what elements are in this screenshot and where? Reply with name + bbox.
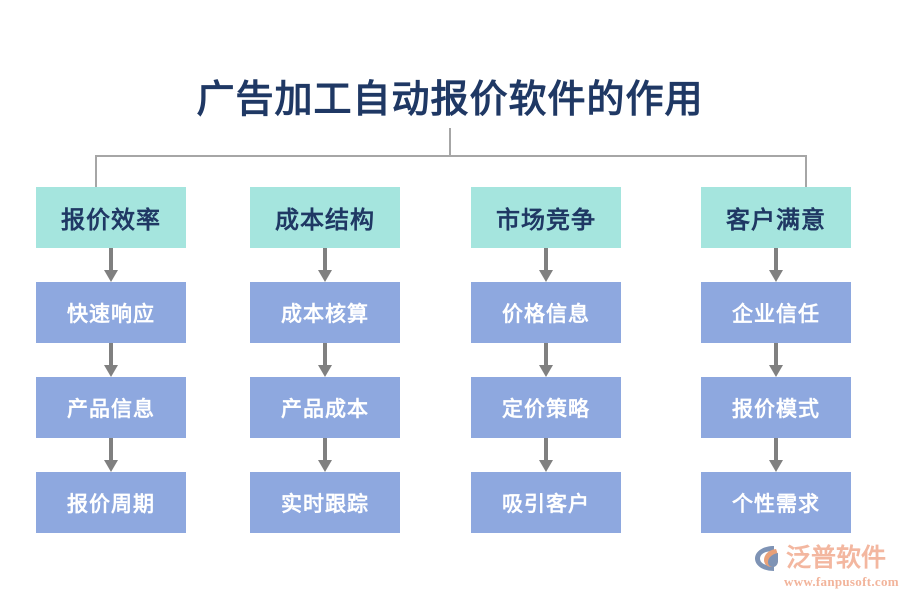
column-header-box[interactable]: 市场竞争: [471, 187, 621, 248]
step-box[interactable]: 实时跟踪: [250, 472, 400, 533]
column-market-competition: 市场竞争 价格信息 定价策略 吸引客户: [471, 187, 621, 533]
step-box[interactable]: 定价策略: [471, 377, 621, 438]
brand-mark-icon: [752, 543, 782, 573]
arrow-down-icon: [250, 343, 400, 377]
step-box[interactable]: 成本核算: [250, 282, 400, 343]
step-box[interactable]: 产品信息: [36, 377, 186, 438]
arrow-down-icon: [471, 438, 621, 472]
step-box[interactable]: 报价周期: [36, 472, 186, 533]
column-reporting-efficiency: 报价效率 快速响应 产品信息 报价周期: [36, 187, 186, 533]
brand-name: 泛普软件: [786, 544, 887, 572]
arrow-down-icon: [471, 248, 621, 282]
brand-url: www.fanpusoft.com: [784, 574, 899, 589]
arrow-down-icon: [36, 343, 186, 377]
arrow-down-icon: [701, 343, 851, 377]
column-customer-satisfaction: 客户满意 企业信任 报价模式 个性需求: [701, 187, 851, 533]
page-title: 广告加工自动报价软件的作用: [196, 79, 704, 121]
column-header-box[interactable]: 客户满意: [701, 187, 851, 248]
bracket-drop-left: [95, 155, 97, 187]
step-box[interactable]: 报价模式: [701, 377, 851, 438]
arrow-down-icon: [701, 248, 851, 282]
arrow-down-icon: [701, 438, 851, 472]
step-box[interactable]: 企业信任: [701, 282, 851, 343]
step-box[interactable]: 价格信息: [471, 282, 621, 343]
arrow-down-icon: [250, 248, 400, 282]
column-cost-structure: 成本结构 成本核算 产品成本 实时跟踪: [250, 187, 400, 533]
arrow-down-icon: [250, 438, 400, 472]
watermark-logo: 泛普软件 www.fanpusoft.com: [752, 543, 899, 593]
column-header-box[interactable]: 成本结构: [250, 187, 400, 248]
arrow-down-icon: [36, 438, 186, 472]
bracket-stem: [449, 128, 451, 156]
step-box[interactable]: 吸引客户: [471, 472, 621, 533]
step-box[interactable]: 快速响应: [36, 282, 186, 343]
arrow-down-icon: [471, 343, 621, 377]
column-header-box[interactable]: 报价效率: [36, 187, 186, 248]
step-box[interactable]: 产品成本: [250, 377, 400, 438]
bracket-horizontal: [95, 155, 807, 157]
bracket-drop-right: [805, 155, 807, 187]
step-box[interactable]: 个性需求: [701, 472, 851, 533]
arrow-down-icon: [36, 248, 186, 282]
